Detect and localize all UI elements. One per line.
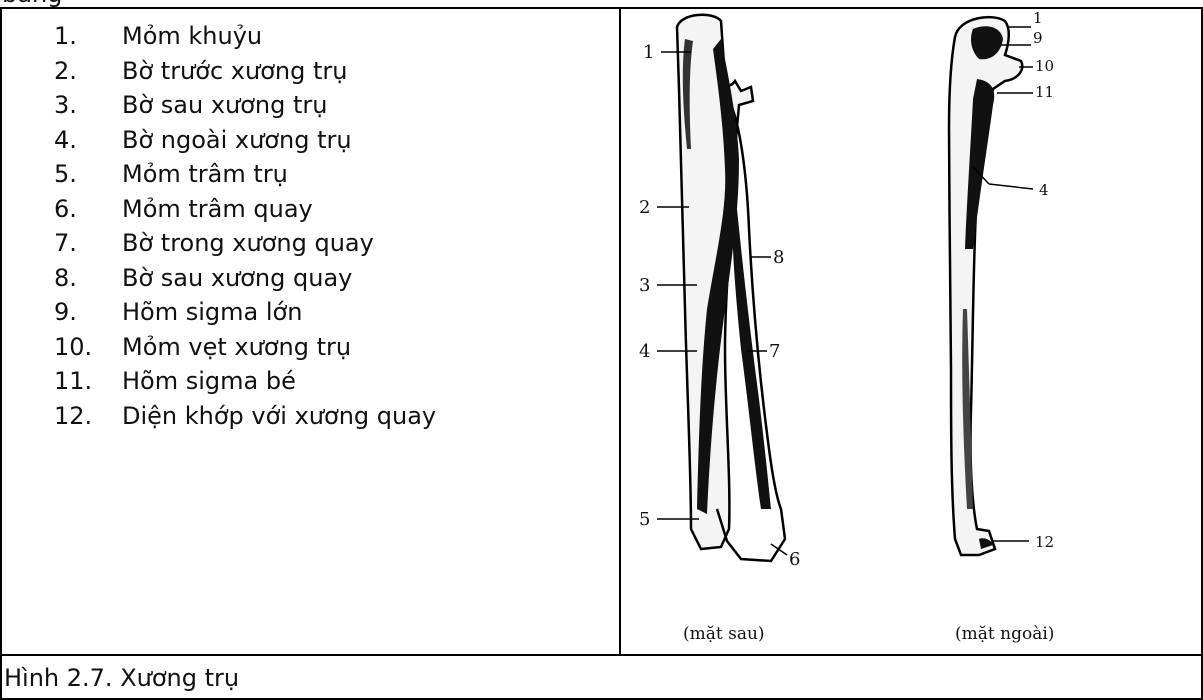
figure-label: 1 <box>643 42 654 63</box>
legend-number: 1. <box>54 19 122 54</box>
legend-item: 12.Diện khớp với xương quay <box>54 399 619 434</box>
figure-label: 2 <box>639 197 650 218</box>
legend-text: Bờ ngoài xương trụ <box>122 123 352 158</box>
legend-cell: 1.Mỏm khuỷu 2.Bờ trước xương trụ 3.Bờ sa… <box>1 8 620 655</box>
legend-text: Mỏm vẹt xương trụ <box>122 330 351 365</box>
legend-item: 4.Bờ ngoài xương trụ <box>54 123 619 158</box>
legend-number: 4. <box>54 123 122 158</box>
legend-text: Mỏm khuỷu <box>122 19 262 54</box>
legend-item: 7.Bờ trong xương quay <box>54 226 619 261</box>
legend-text: Mỏm trâm trụ <box>122 157 288 192</box>
figure-label: 10 <box>1035 57 1054 75</box>
figure-caption: Hình 2.7. Xương trụ <box>2 656 1201 692</box>
legend-number: 3. <box>54 88 122 123</box>
legend-item: 9.Hõm sigma lớn <box>54 295 619 330</box>
label-line <box>989 184 1033 189</box>
legend-text: Bờ sau xương trụ <box>122 88 328 123</box>
figure-label: 3 <box>639 275 650 296</box>
posterior-view-drawing: 1 2 3 4 5 6 7 8 <box>639 15 800 570</box>
ulna-illustration: 1 2 3 4 5 6 7 8 <box>621 9 1203 654</box>
legend-item: 1.Mỏm khuỷu <box>54 19 619 54</box>
legend-item: 11.Hõm sigma bé <box>54 364 619 399</box>
figure-label: 4 <box>1039 181 1049 199</box>
legend-number: 2. <box>54 54 122 89</box>
legend-number: 10. <box>54 330 122 365</box>
legend-list: 1.Mỏm khuỷu 2.Bờ trước xương trụ 3.Bờ sa… <box>2 9 619 433</box>
legend-number: 8. <box>54 261 122 296</box>
legend-number: 6. <box>54 192 122 227</box>
legend-item: 8.Bờ sau xương quay <box>54 261 619 296</box>
legend-text: Bờ trong xương quay <box>122 226 374 261</box>
legend-text: Mỏm trâm quay <box>122 192 313 227</box>
figure-table: 1.Mỏm khuỷu 2.Bờ trước xương trụ 3.Bờ sa… <box>0 7 1203 700</box>
figure-label: 1 <box>1033 9 1043 27</box>
figure-label: 7 <box>769 341 780 362</box>
legend-item: 3.Bờ sau xương trụ <box>54 88 619 123</box>
illustration-cell: 1 2 3 4 5 6 7 8 <box>620 8 1202 655</box>
legend-text: Hõm sigma bé <box>122 364 296 399</box>
figure-label: 11 <box>1035 83 1054 101</box>
legend-text: Hõm sigma lớn <box>122 295 302 330</box>
legend-item: 10.Mỏm vẹt xương trụ <box>54 330 619 365</box>
figure-label: 9 <box>1033 29 1043 47</box>
legend-number: 5. <box>54 157 122 192</box>
legend-number: 9. <box>54 295 122 330</box>
figure-label: 5 <box>639 509 650 530</box>
legend-text: Diện khớp với xương quay <box>122 399 436 434</box>
view-label-posterior: (mặt sau) <box>683 624 765 644</box>
legend-text: Bờ sau xương quay <box>122 261 352 296</box>
lateral-view-drawing: 1 9 10 11 4 12 <box>949 9 1054 555</box>
figure-label: 6 <box>789 549 800 570</box>
view-label-lateral: (mặt ngoài) <box>955 624 1054 644</box>
legend-text: Bờ trước xương trụ <box>122 54 347 89</box>
label-line <box>771 544 787 555</box>
legend-number: 7. <box>54 226 122 261</box>
legend-number: 11. <box>54 364 122 399</box>
legend-item: 2.Bờ trước xương trụ <box>54 54 619 89</box>
figure-label: 8 <box>773 247 784 268</box>
figure-label: 12 <box>1035 533 1054 551</box>
legend-item: 6.Mỏm trâm quay <box>54 192 619 227</box>
caption-cell: Hình 2.7. Xương trụ <box>1 655 1202 699</box>
legend-number: 12. <box>54 399 122 434</box>
figure-label: 4 <box>639 341 650 362</box>
legend-item: 5.Mỏm trâm trụ <box>54 157 619 192</box>
radius-shading <box>732 209 771 509</box>
